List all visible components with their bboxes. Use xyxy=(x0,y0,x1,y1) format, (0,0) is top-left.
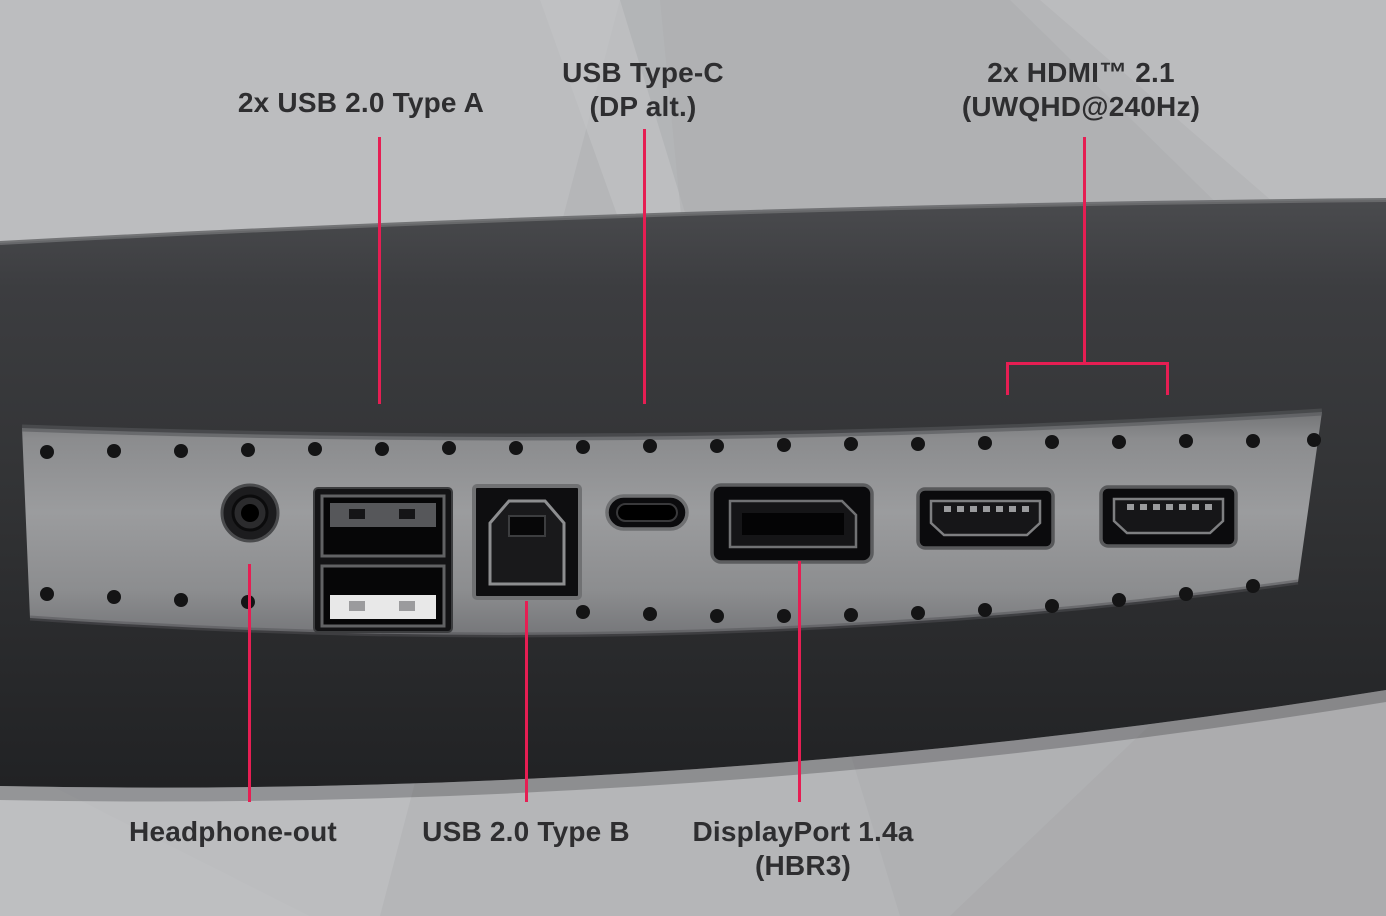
label-hdmi-line2: (UWQHD@240Hz) xyxy=(961,91,1201,122)
callout-line-usb-a xyxy=(378,137,381,404)
callout-line-displayport xyxy=(798,561,801,802)
displayport-port xyxy=(710,483,874,564)
label-usb-b: USB 2.0 Type B xyxy=(366,815,686,849)
hdmi-port-1 xyxy=(916,487,1055,550)
callout-bracket-hdmi-right xyxy=(1166,362,1169,395)
label-usb-a: 2x USB 2.0 Type A xyxy=(201,86,521,120)
callout-line-headphone xyxy=(248,564,251,802)
callout-line-hdmi-stem xyxy=(1083,137,1086,365)
headphone-jack-port xyxy=(220,483,280,543)
usb-b-port xyxy=(472,484,582,600)
label-usb-c: USB Type-C (DP alt.) xyxy=(483,56,803,124)
callout-bracket-hdmi xyxy=(1006,362,1169,365)
label-headphone: Headphone-out xyxy=(73,815,393,849)
usb-a-ports xyxy=(313,487,453,633)
label-displayport-line2: (HBR3) xyxy=(754,850,852,881)
label-usb-c-line2: (DP alt.) xyxy=(589,91,697,122)
label-headphone-line1: Headphone-out xyxy=(129,816,337,847)
label-usb-b-line1: USB 2.0 Type B xyxy=(422,816,630,847)
label-displayport: DisplayPort 1.4a (HBR3) xyxy=(643,815,963,883)
callout-bracket-hdmi-left xyxy=(1006,362,1009,395)
vent-holes-top xyxy=(40,433,1321,459)
label-usb-a-line1: 2x USB 2.0 Type A xyxy=(237,87,485,118)
callout-line-usb-c xyxy=(643,129,646,404)
usb-c-port xyxy=(605,494,689,531)
label-hdmi: 2x HDMI™ 2.1 (UWQHD@240Hz) xyxy=(921,56,1241,124)
label-hdmi-line1: 2x HDMI™ 2.1 xyxy=(987,57,1175,88)
callout-line-usb-b xyxy=(525,601,528,802)
hdmi-port-2 xyxy=(1099,485,1238,548)
label-usb-c-line1: USB Type-C xyxy=(562,57,724,88)
label-displayport-line1: DisplayPort 1.4a xyxy=(692,816,914,847)
vent-holes-bottom xyxy=(40,579,1260,623)
